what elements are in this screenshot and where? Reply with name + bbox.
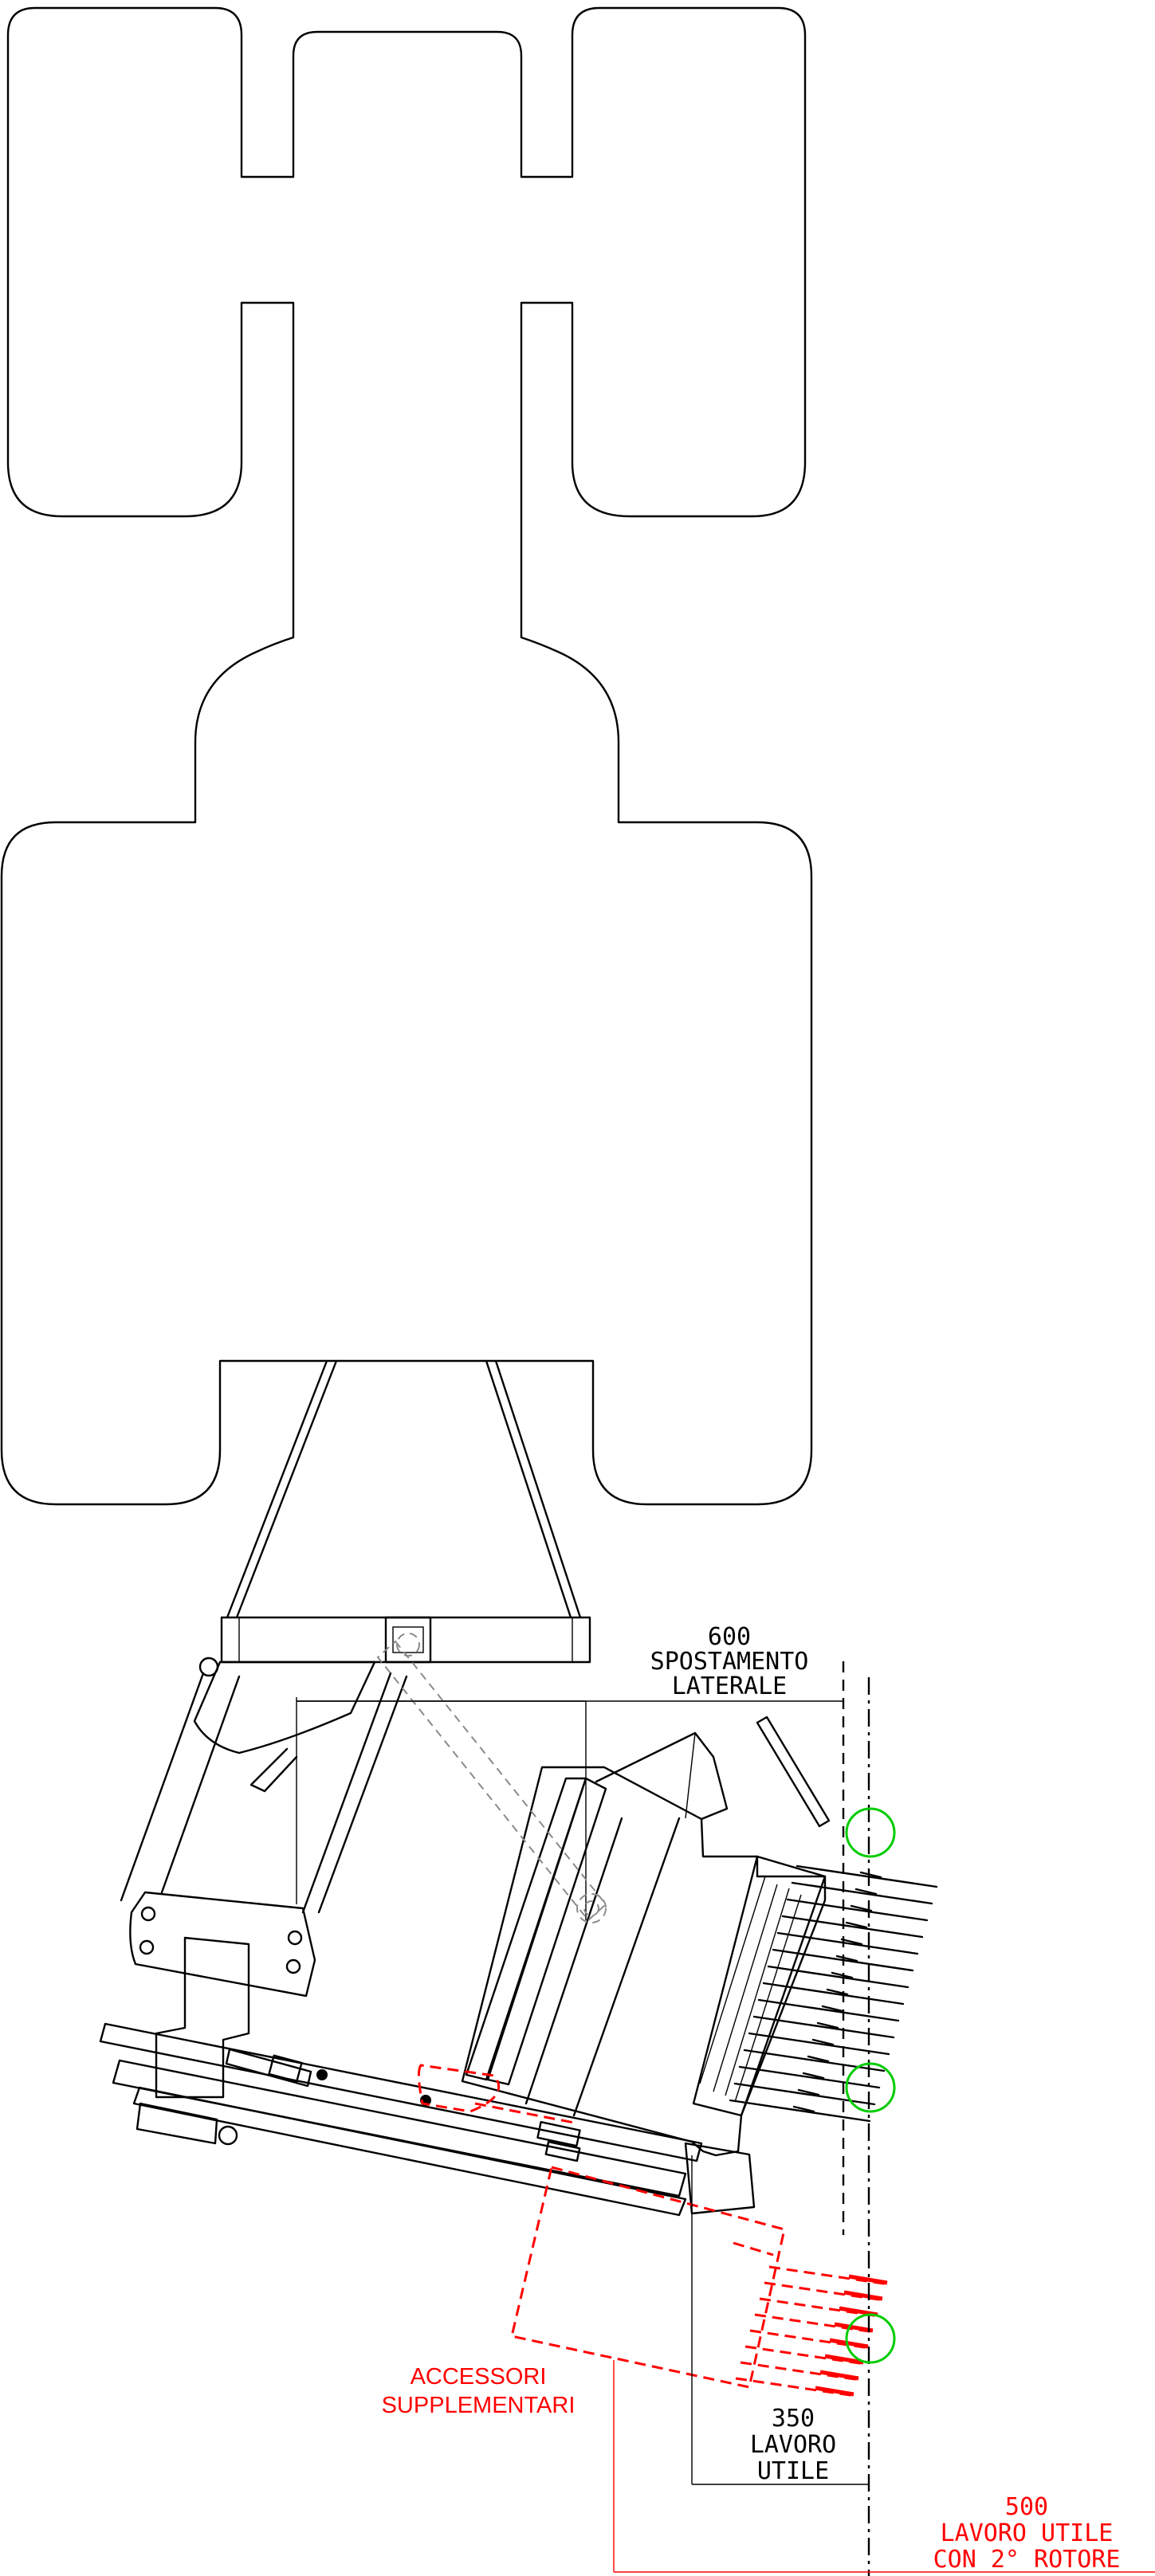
label-accessories: ACCESSORI SUPPLEMENTARI: [382, 2364, 576, 2418]
accessories-line2: SUPPLEMENTARI: [382, 2393, 576, 2418]
tine: [733, 2082, 876, 2106]
tine: [729, 2099, 871, 2123]
accessory-2nd-rotor: [417, 2064, 890, 2398]
tine: [786, 1898, 929, 1922]
three-point-linkage: [226, 1359, 582, 1619]
accessory-tine-tip: [824, 2354, 864, 2365]
accessory-tine-tip: [819, 2370, 859, 2381]
tine: [743, 2049, 886, 2072]
accessory-tine: [749, 2329, 870, 2350]
accessory-tine-tip: [843, 2290, 883, 2301]
tine: [791, 1881, 933, 1905]
rotor-housing: [461, 1715, 831, 2157]
accessory-tine: [768, 2265, 890, 2286]
lateral-shift-line1: SPOSTAMENTO: [650, 1648, 809, 1676]
marker-circle-middle: [845, 2062, 896, 2113]
tine: [757, 1998, 900, 2022]
dimension-lines: [297, 1661, 1155, 2576]
useful-work-value: 350: [772, 2405, 815, 2433]
tine: [738, 2065, 881, 2089]
accessory-tine: [759, 2297, 880, 2318]
lateral-shift-line2: LATERALE: [672, 1672, 788, 1700]
tine: [776, 1931, 919, 1955]
tine: [748, 2032, 890, 2056]
hitch-crossbar: [198, 1616, 591, 1677]
accessory-tine-tip: [815, 2386, 854, 2397]
tine: [767, 1965, 909, 1989]
accessory-tine: [740, 2361, 861, 2382]
accessory-tine: [764, 2281, 885, 2302]
tine: [796, 1864, 938, 1888]
useful-work-rotor2-line1: LAVORO UTILE: [941, 2519, 1114, 2547]
marker-circles: [845, 1807, 896, 2364]
tractor-outline: [0, 6, 813, 1506]
tine: [781, 1915, 924, 1939]
useful-work-line2: UTILE: [757, 2457, 829, 2485]
hidden-pivot-arm: [376, 1633, 607, 1923]
label-lateral-shift: 600 SPOSTAMENTO LATERALE: [650, 1623, 809, 1700]
accessories-line1: ACCESSORI: [411, 2364, 547, 2390]
label-useful-work: 350 LAVORO UTILE: [750, 2405, 836, 2485]
useful-work-line1: LAVORO: [750, 2431, 836, 2459]
rotor-tines: [729, 1864, 938, 2123]
machine-frame: [99, 1660, 756, 2217]
label-useful-work-rotor2: 500 LAVORO UTILE CON 2° ROTORE: [933, 2493, 1121, 2574]
accessory-tine: [735, 2377, 856, 2398]
marker-circle-top: [845, 1807, 896, 1858]
lateral-shift-value: 600: [708, 1623, 751, 1651]
useful-work-rotor2-line2: CON 2° ROTORE: [933, 2546, 1121, 2574]
accessory-tine-tip: [834, 2322, 874, 2333]
accessory-tine-tip: [829, 2338, 869, 2349]
accessory-tine: [754, 2313, 875, 2334]
accessory-tine-tip: [848, 2274, 888, 2285]
tine: [752, 2015, 895, 2039]
accessory-tine: [744, 2345, 866, 2366]
marker-circle-bottom: [845, 2313, 896, 2364]
useful-work-rotor2-value: 500: [1005, 2493, 1048, 2521]
